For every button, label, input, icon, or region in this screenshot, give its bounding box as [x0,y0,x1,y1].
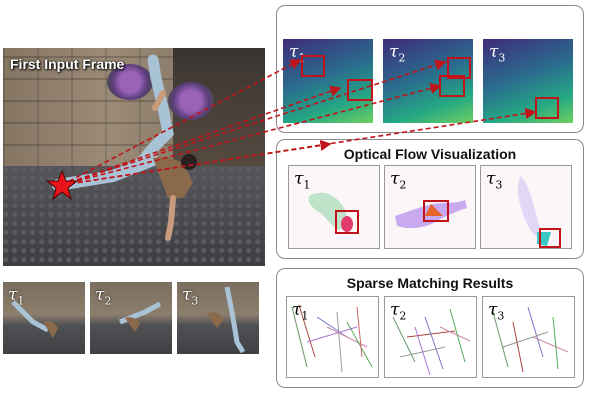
flow-label: τ1 [294,169,311,192]
depth-panel: τ1 τ2 τ3 [276,5,584,133]
match-lines [492,306,569,373]
highlight-box [539,228,561,248]
thumbnail-label: τ2 [95,285,112,308]
match-lines [392,308,471,376]
highlight-box [535,97,559,119]
thumbnail-label: τ1 [8,285,25,308]
first-input-frame-photo [3,48,265,266]
main-frame-title: First Input Frame [10,56,125,72]
depth-map-tau1: τ1 [283,39,373,123]
highlight-box [447,57,471,79]
highlight-box [423,200,449,222]
flow-label: τ3 [486,169,503,192]
panel-title: Optical Flow Visualization [343,146,517,162]
thumbnail-figure [11,300,58,338]
sparse-label: τ3 [488,300,505,323]
sparse-label: τ2 [390,300,407,323]
thumbnail-label: τ3 [182,285,199,308]
sparse-matches-tau1: τ1 [286,296,379,378]
flow-blob [395,200,467,229]
highlight-box [347,79,373,101]
match-lines [291,304,373,373]
flow-label: τ2 [390,169,407,192]
flow-map-tau2: τ2 [384,165,476,249]
depth-map-tau2: τ2 [383,39,473,123]
depth-label: τ3 [489,42,506,65]
sparse-matches-tau3: τ3 [482,296,575,378]
thumbnail-tau1: τ1 [3,282,85,354]
sparse-matches-tau2: τ2 [384,296,477,378]
panel-title: Sparse Matching Results [346,275,514,291]
sparse-label: τ1 [292,300,309,323]
thumbnail-tau3: τ3 [177,282,259,354]
highlight-box [301,55,325,77]
thumbnail-figure [207,286,246,354]
flow-map-tau1: τ1 [288,165,380,249]
breakdancer-figure [52,54,197,241]
depth-map-tau3: τ3 [483,39,573,123]
thumbnail-tau2: τ2 [90,282,172,354]
flow-blob [308,192,353,232]
flow-map-tau3: τ3 [480,165,572,249]
thumbnail-figure [119,301,162,332]
highlight-box [439,75,465,97]
highlight-box [335,210,359,234]
depth-label: τ2 [389,42,406,65]
